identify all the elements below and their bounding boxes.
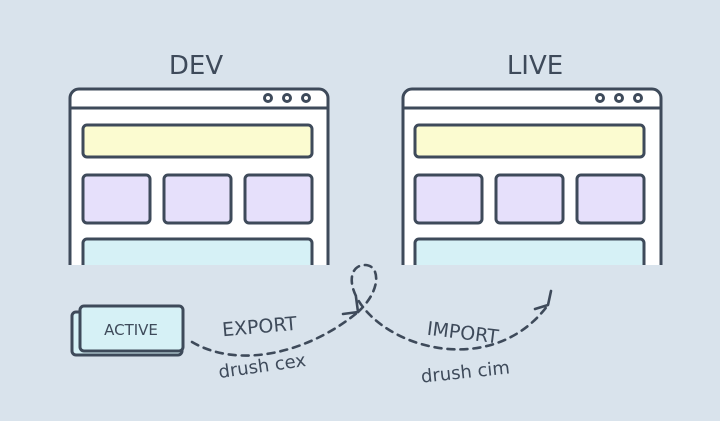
dev-label: DEV: [169, 51, 223, 81]
active-badge-label: ACTIVE: [104, 321, 158, 339]
live-window: [401, 87, 663, 265]
import-label: IMPORT: [426, 318, 500, 349]
import-command: drush cim: [420, 357, 511, 387]
import-loop-path: [350, 263, 550, 351]
dev-window: [68, 87, 330, 265]
dev-window-control-dots-icon: [263, 93, 311, 103]
live-footer-block: [413, 237, 646, 265]
dev-footer-block: [81, 237, 314, 265]
import-arrowhead-icon: [533, 289, 553, 311]
live-content-block-3: [575, 173, 646, 225]
export-dashed-path: [190, 310, 360, 357]
dev-content-block-3: [243, 173, 314, 225]
dev-content-block-2: [162, 173, 233, 225]
export-arrowhead-icon: [341, 295, 360, 316]
live-content-block-1: [413, 173, 484, 225]
live-content-block-2: [494, 173, 565, 225]
active-badge: ACTIVE: [70, 304, 185, 357]
export-label: EXPORT: [221, 313, 298, 341]
import-arrow: [350, 263, 553, 351]
live-label: LIVE: [507, 51, 563, 81]
dev-content-block-1: [81, 173, 152, 225]
live-header-block: [413, 123, 646, 159]
active-badge-front-card: [78, 304, 185, 353]
live-window-control-dots-icon: [595, 93, 643, 103]
dev-header-block: [81, 123, 314, 159]
